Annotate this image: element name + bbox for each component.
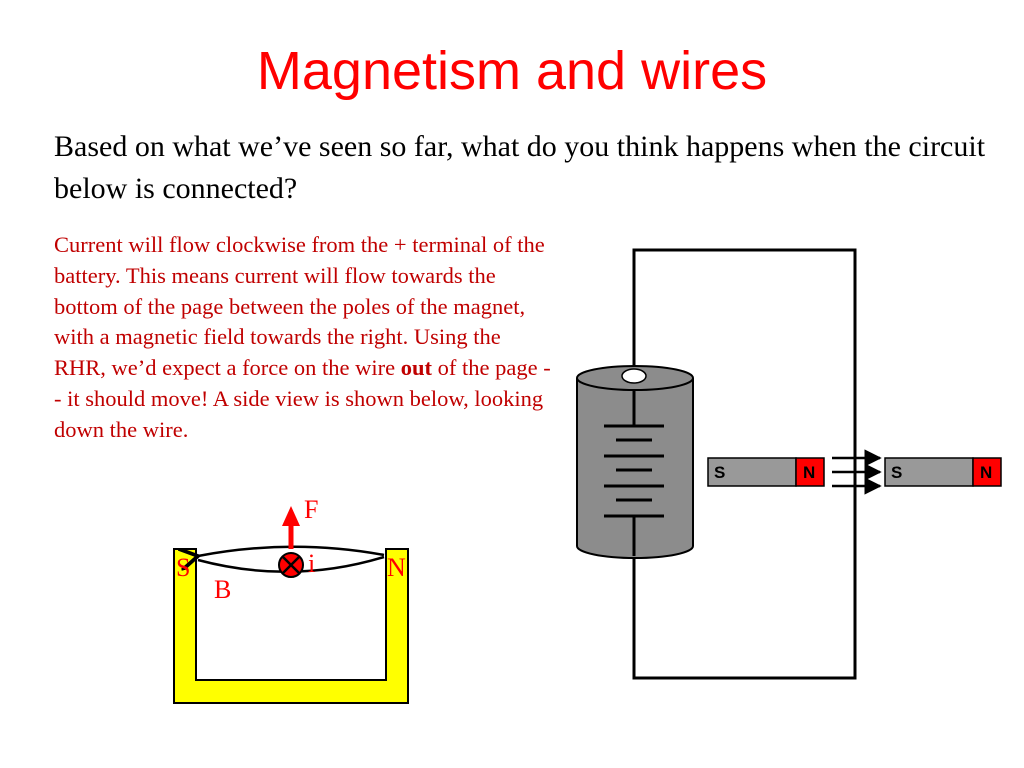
left-magnet-n-label: N [803,463,815,482]
circuit-wire [632,248,857,680]
force-arrow-head [282,506,300,526]
right-magnet-north [972,457,1002,487]
left-magnet-north [795,457,825,487]
left-magnet-south [707,457,797,487]
current-label: i [308,549,315,578]
south-pole-label: S [176,553,190,582]
right-magnet-s-label: S [891,463,902,482]
question-text: Based on what we’ve seen so far, what do… [54,130,986,205]
north-pole-label: N [387,553,406,582]
force-label: F [304,495,318,524]
explanation-part-1: Current will flow clockwise from the + t… [54,232,545,381]
right-bar-magnet: S N [884,457,1002,487]
explanation-bold-word: out [400,355,433,381]
battery [576,365,694,559]
explanation-text: Current will flow clockwise from the + t… [54,230,554,446]
field-arrows [832,449,882,495]
slide-title: Magnetism and wires [256,41,768,101]
left-bar-magnet: S N [707,457,825,487]
right-magnet-n-label: N [980,463,992,482]
left-magnet-s-label: S [714,463,725,482]
side-view-diagram: F i S N B [173,495,409,704]
explanation-part-2: of the page -- it should move! A side vi… [54,355,551,442]
battery-terminal [621,368,647,384]
u-magnet [173,548,409,704]
circuit-diagram: S N S N [576,248,1002,680]
right-magnet-south [884,457,974,487]
cross-line-2 [282,556,300,574]
field-label: B [214,575,231,604]
